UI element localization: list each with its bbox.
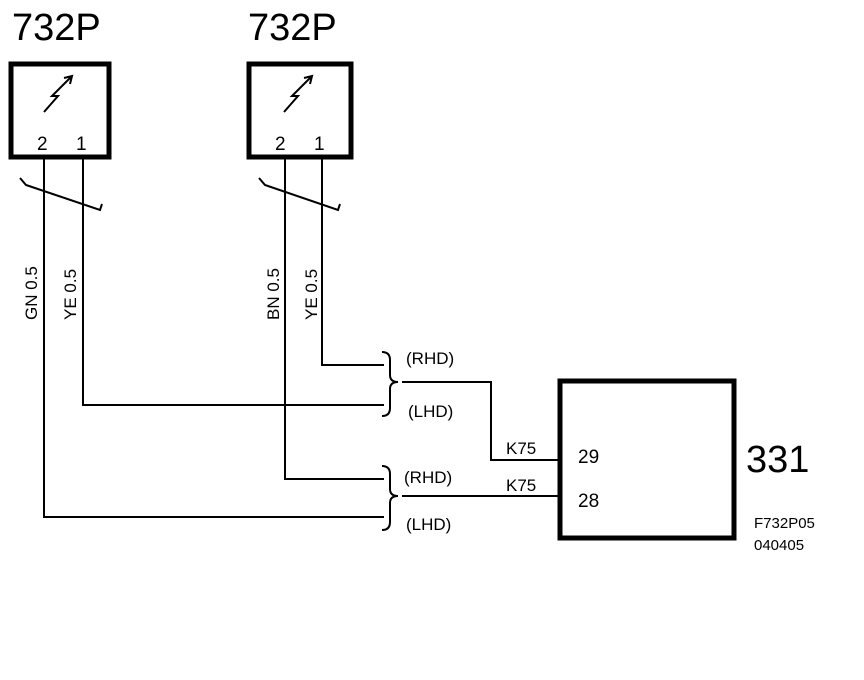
braces: [381, 351, 399, 531]
lower-brace: [381, 465, 399, 531]
upper-lhd-label: (LHD): [408, 402, 453, 421]
wires: [43, 157, 568, 518]
right-pin-1-label: 1: [314, 134, 325, 155]
lower-lhd-label: (LHD): [406, 515, 451, 534]
unit-pin-29-label: 29: [578, 447, 599, 468]
left-pin-2-label: 2: [37, 134, 48, 155]
wire-right-ye-label: YE 0.5: [302, 269, 321, 320]
left-component-title: 732P: [12, 7, 101, 49]
diagram-date: 040405: [754, 537, 804, 554]
control-unit: 29 28: [557, 378, 737, 541]
wire-left-gn-label: GN 0.5: [22, 266, 41, 320]
wire-right-bn-label: BN 0.5: [264, 268, 283, 320]
left-pin-1-label: 1: [76, 134, 87, 155]
right-pin-2-label: 2: [275, 134, 286, 155]
wire-k75-upper: [402, 381, 568, 461]
unit-title: 331: [746, 439, 809, 481]
wire-right-ye: [321, 157, 384, 366]
right-sensor: 2 1: [246, 61, 354, 160]
lower-rhd-label: (RHD): [404, 468, 452, 487]
upper-rhd-label: (RHD): [406, 349, 454, 368]
upper-brace: [381, 351, 399, 417]
wire-right-bn: [284, 157, 384, 480]
lower-connector-label: K75: [506, 476, 536, 495]
lightning-arrow-icon: [43, 74, 74, 113]
left-sensor: 2 1: [8, 61, 112, 160]
unit-pin-28-label: 28: [578, 491, 599, 512]
wire-left-ye-label: YE 0.5: [61, 269, 80, 320]
wire-left-ye: [82, 157, 384, 406]
diagram-code: F732P05: [754, 515, 815, 532]
upper-connector-label: K75: [506, 439, 536, 458]
wire-left-gn: [43, 157, 384, 518]
lightning-arrow-icon: [283, 74, 314, 113]
right-component-title: 732P: [248, 7, 337, 49]
twisted-pair-marks: [19, 177, 341, 212]
